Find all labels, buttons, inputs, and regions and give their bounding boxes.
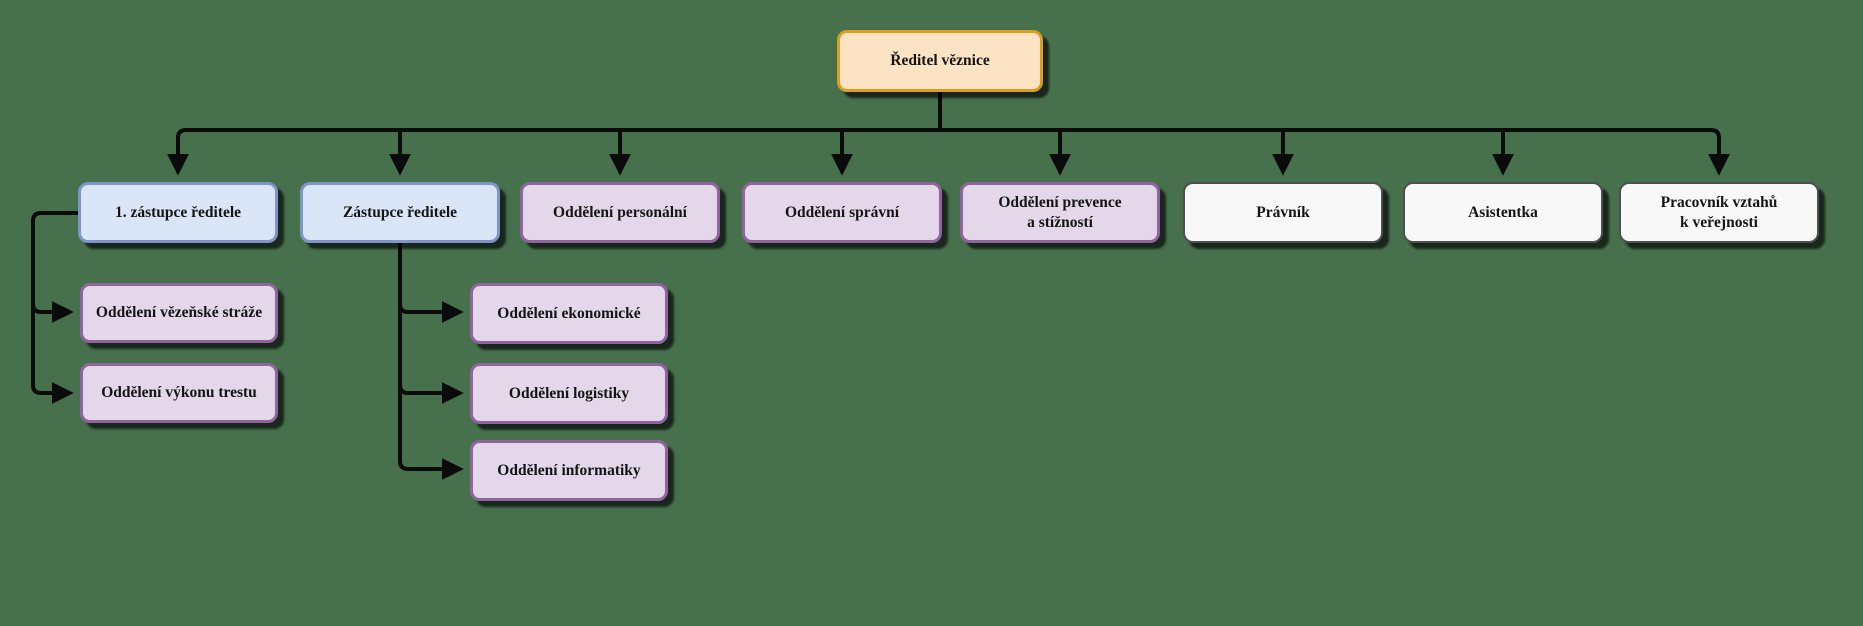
org-node-sentence-enforcement-dept: Oddělení výkonu trestu — [80, 363, 278, 423]
org-node-personnel-dept: Oddělení personální — [520, 182, 720, 243]
org-node-first-deputy: 1. zástupce ředitele — [78, 182, 278, 243]
deputy-branch-arrow-1 — [398, 301, 464, 323]
org-node-prison-guard-dept: Oddělení vězeňské stráže — [80, 283, 278, 343]
org-node-economic-dept: Oddělení ekonomické — [470, 283, 668, 344]
deputy-branch-arrow-2 — [398, 382, 464, 404]
org-node-deputy: Zástupce ředitele — [300, 182, 500, 243]
org-node-lawyer: Právník — [1183, 182, 1383, 243]
org-node-it-dept: Oddělení informatiky — [470, 440, 668, 501]
drop-arrow-8 — [1708, 128, 1730, 176]
org-node-logistics-dept: Oddělení logistiky — [470, 363, 668, 424]
org-node-administrative-dept: Oddělení správní — [742, 182, 942, 243]
org-node-assistant: Asistentka — [1403, 182, 1603, 243]
first-deputy-trunk-line — [31, 211, 78, 404]
org-node-director: Ředitel věznice — [837, 30, 1043, 92]
drop-arrow-1 — [167, 128, 189, 176]
org-node-prevention-complaints-dept: Oddělení prevence a stížností — [960, 182, 1160, 243]
deputy-trunk-line — [398, 243, 464, 480]
first-deputy-branch-arrow-1 — [31, 301, 74, 323]
org-node-public-relations: Pracovník vztahů k veřejnosti — [1619, 182, 1819, 243]
